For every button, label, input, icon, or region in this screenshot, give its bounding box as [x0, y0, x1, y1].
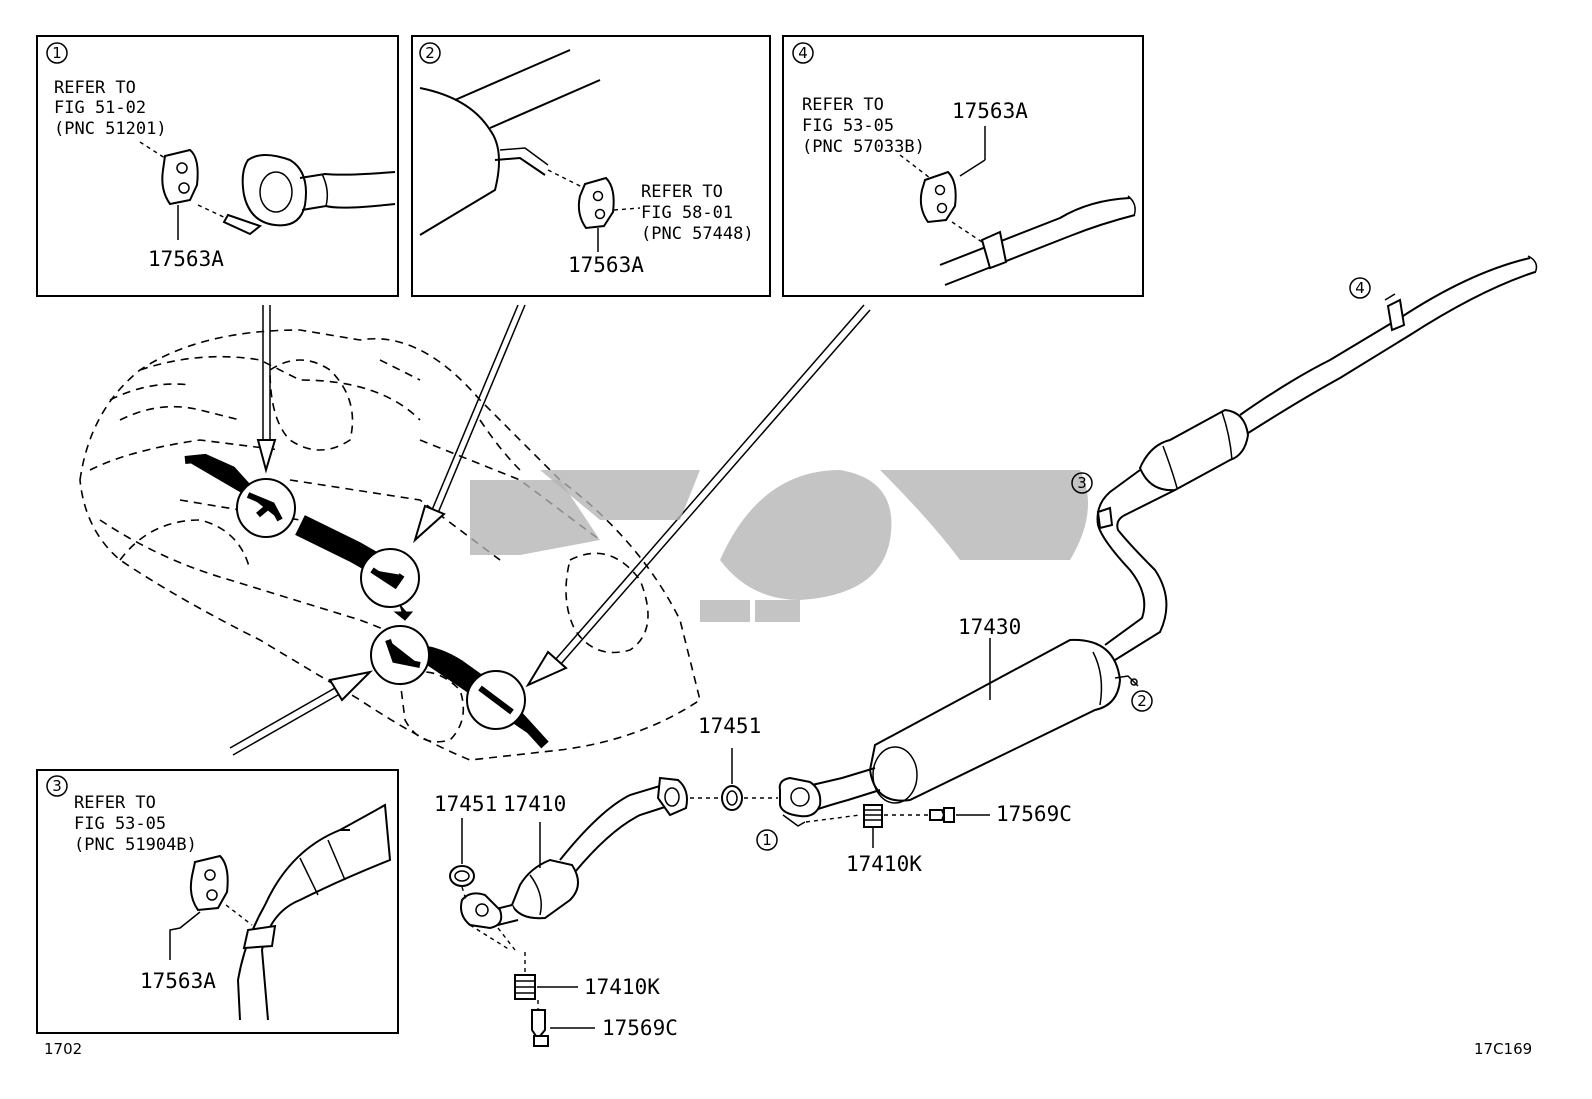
callout-3: 3	[1071, 472, 1093, 494]
svg-text:REFER TO: REFER TO	[641, 182, 723, 202]
inset-4-frame	[782, 35, 1144, 297]
sub-muffler	[1138, 408, 1250, 492]
svg-text:(PNC 51904B): (PNC 51904B)	[74, 835, 197, 855]
callout-2: 2	[1131, 690, 1153, 712]
inset-4-reference: REFER TO FIG 53-05 (PNC 57033B)	[802, 95, 925, 157]
inset-2-frame	[411, 35, 771, 297]
spring-right	[863, 804, 928, 848]
inset-1-marker: 1	[46, 42, 68, 64]
inset-2-hanger-icon	[547, 169, 641, 252]
pointer-arrows	[229, 304, 871, 756]
svg-text:3: 3	[52, 777, 62, 795]
inset-4-marker: 4	[792, 42, 814, 64]
svg-text:2: 2	[1137, 692, 1147, 710]
inset-2-muffler-end	[419, 49, 601, 236]
inset-3-reference: REFER TO FIG 53-05 (PNC 51904B)	[74, 793, 197, 855]
inset-1-pipe-flange-icon	[222, 154, 396, 236]
gasket-left	[449, 818, 475, 901]
inset-1-reference: REFER TO FIG 51-02 (PNC 51201)	[54, 78, 167, 139]
figure-code-right: 17C169	[1474, 1040, 1532, 1058]
svg-text:1: 1	[762, 831, 772, 849]
inset-3-part-number: 17563A	[140, 969, 216, 993]
svg-text:4: 4	[798, 44, 808, 62]
part-17430: 17430	[958, 615, 1021, 639]
inset-1-part-number: 17563A	[148, 247, 224, 271]
inset-4-hanger-icon	[899, 126, 986, 245]
svg-text:1: 1	[52, 44, 62, 62]
svg-text:2: 2	[425, 44, 435, 62]
part-17451-center: 17451	[698, 714, 761, 738]
bolt-bottom	[531, 1000, 595, 1047]
svg-text:(PNC 57448): (PNC 57448)	[641, 224, 754, 244]
front-pipe-assembly	[460, 776, 688, 951]
svg-text:FIG 53-05: FIG 53-05	[74, 814, 166, 834]
part-17410K-bottom: 17410K	[584, 975, 660, 999]
inset-3-marker: 3	[46, 775, 68, 797]
inset-3-pipe-bend	[236, 803, 392, 1021]
vehicle-underbody-outline	[79, 329, 701, 761]
part-17451-left: 17451	[434, 792, 497, 816]
svg-text:3: 3	[1077, 474, 1087, 492]
bolt-right	[929, 807, 990, 823]
part-17410: 17410	[503, 792, 566, 816]
intermediate-pipe	[1096, 469, 1176, 661]
svg-text:(PNC 51201): (PNC 51201)	[54, 119, 167, 139]
tail-pipe	[1239, 255, 1538, 436]
muffler-inlet-pipe	[778, 767, 881, 827]
figure-code-left: 1702	[44, 1040, 82, 1058]
part-17410K-right: 17410K	[846, 852, 922, 876]
inset-4-tailpipe	[939, 195, 1136, 286]
part-17569C-right: 17569C	[996, 802, 1072, 826]
inset-4-part-number: 17563A	[952, 99, 1028, 123]
callout-1: 1	[756, 829, 778, 851]
watermark-logo	[470, 470, 1088, 622]
svg-text:(PNC 57033B): (PNC 57033B)	[802, 137, 925, 157]
gasket-center	[690, 748, 778, 811]
inset-2-marker: 2	[419, 42, 441, 64]
callout-4: 4	[1349, 277, 1371, 299]
inset-3-hanger-icon	[169, 854, 253, 960]
inset-2-reference: REFER TO FIG 58-01 (PNC 57448)	[641, 182, 754, 244]
svg-text:REFER TO: REFER TO	[802, 95, 884, 115]
svg-text:FIG 58-01: FIG 58-01	[641, 203, 733, 223]
svg-text:REFER TO: REFER TO	[74, 793, 156, 813]
svg-text:REFER TO: REFER TO	[54, 78, 136, 98]
inset-1-frame	[36, 35, 399, 297]
inset-1-hanger-icon	[139, 141, 231, 240]
svg-text:4: 4	[1355, 279, 1365, 297]
inset-3-frame	[36, 769, 399, 1034]
svg-text:FIG 53-05: FIG 53-05	[802, 116, 894, 136]
inset-2-part-number: 17563A	[568, 253, 644, 277]
part-17569C-bottom: 17569C	[602, 1016, 678, 1040]
main-muffler	[868, 638, 1139, 804]
svg-text:FIG 51-02: FIG 51-02	[54, 98, 146, 118]
spring-bottom	[514, 952, 578, 1000]
